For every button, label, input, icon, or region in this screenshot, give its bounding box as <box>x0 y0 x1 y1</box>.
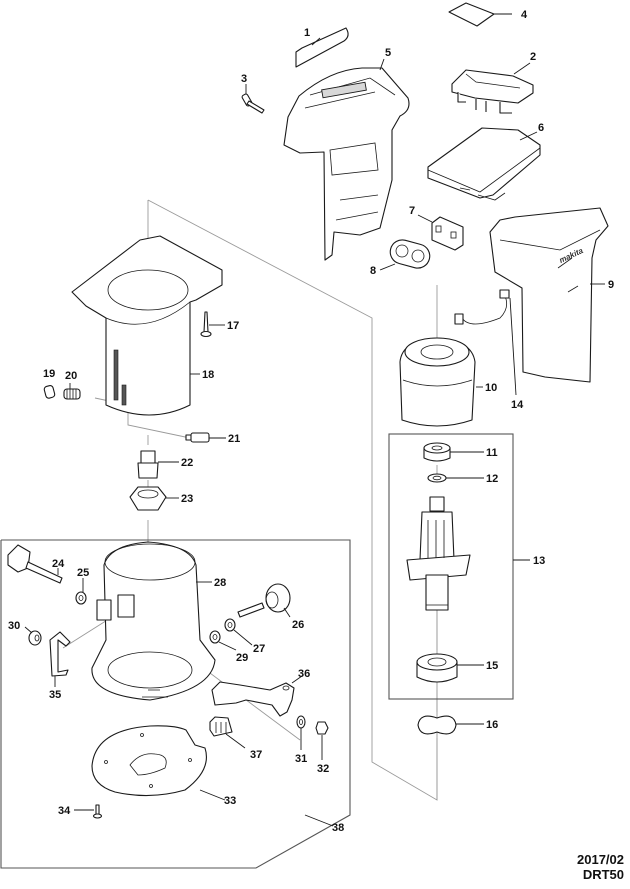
part-labels: 1 2 3 4 5 6 7 8 9 10 11 12 13 14 15 16 1… <box>8 9 614 834</box>
callout-6[interactable]: 6 <box>538 122 544 134</box>
callout-22[interactable]: 22 <box>181 457 193 469</box>
callout-38[interactable]: 38 <box>332 822 344 834</box>
part-25-washer[interactable] <box>75 591 87 605</box>
callout-36[interactable]: 36 <box>298 668 310 680</box>
part-35-holder[interactable] <box>49 631 71 677</box>
part-19-cap[interactable] <box>43 385 56 399</box>
leader-lines <box>24 13 605 827</box>
part-14-led-circuit[interactable] <box>454 289 510 325</box>
part-26-thumb-screw[interactable] <box>237 583 291 618</box>
frame-38-trimmer-base <box>0 539 351 869</box>
part-33-base-plate[interactable] <box>91 725 207 797</box>
part-16-spring-washer[interactable] <box>417 715 457 735</box>
callout-35[interactable]: 35 <box>49 689 61 701</box>
footer-model: DRT50 <box>582 867 624 882</box>
callout-29[interactable]: 29 <box>236 652 248 664</box>
callout-11[interactable]: 11 <box>486 447 498 459</box>
callout-27[interactable]: 27 <box>253 643 265 655</box>
callout-5[interactable]: 5 <box>385 47 391 59</box>
callout-14[interactable]: 14 <box>511 399 524 411</box>
part-37-lever-cover[interactable] <box>209 716 233 737</box>
callout-21[interactable]: 21 <box>228 433 240 445</box>
part-32-lock-nut[interactable] <box>315 721 329 735</box>
part-7-switch-button[interactable] <box>431 216 464 251</box>
callout-32[interactable]: 32 <box>317 763 329 775</box>
callout-16[interactable]: 16 <box>486 719 498 731</box>
part-6-controller[interactable] <box>427 127 541 201</box>
callout-10[interactable]: 10 <box>485 382 497 394</box>
part-12-washer[interactable] <box>427 473 447 483</box>
callout-7[interactable]: 7 <box>409 205 415 217</box>
part-18-motor-housing[interactable] <box>71 235 223 416</box>
part-15-ball-bearing[interactable] <box>416 653 458 683</box>
callout-2[interactable]: 2 <box>530 51 536 63</box>
callout-4[interactable]: 4 <box>521 9 528 21</box>
part-23-collet-nut[interactable] <box>129 486 167 511</box>
footer-date: 2017/02 <box>577 852 624 867</box>
part-9-housing-set[interactable]: makita <box>489 207 609 383</box>
callout-20[interactable]: 20 <box>65 370 77 382</box>
part-27-washer[interactable] <box>224 618 236 632</box>
frame-13-rotor-assembly <box>388 433 514 700</box>
part-3-screw[interactable] <box>241 93 265 114</box>
callout-28[interactable]: 28 <box>214 577 226 589</box>
callout-30[interactable]: 30 <box>8 620 20 632</box>
part-1-nameplate[interactable] <box>295 27 349 68</box>
part-2-switch[interactable] <box>451 69 534 114</box>
callout-18[interactable]: 18 <box>202 369 214 381</box>
part-10-stator[interactable] <box>399 337 476 427</box>
callout-3[interactable]: 3 <box>241 73 247 85</box>
callout-34[interactable]: 34 <box>58 805 71 817</box>
part-22-collet-cone[interactable] <box>137 450 159 479</box>
part-20-spring[interactable] <box>63 388 81 400</box>
part-13-rotor[interactable] <box>406 496 471 611</box>
part-5-upper-housing[interactable] <box>283 67 410 261</box>
part-34-screw[interactable] <box>92 804 103 819</box>
part-29-washer[interactable] <box>209 630 221 644</box>
callout-33[interactable]: 33 <box>224 795 236 807</box>
part-30-hex-nut[interactable] <box>28 630 42 646</box>
callout-12[interactable]: 12 <box>486 473 498 485</box>
part-17-screw[interactable] <box>200 311 212 338</box>
callout-31[interactable]: 31 <box>295 753 307 765</box>
part-8-rubber-cap[interactable] <box>388 237 433 271</box>
part-4-label[interactable] <box>448 2 495 27</box>
callout-24[interactable]: 24 <box>52 558 65 570</box>
part-28-base[interactable] <box>91 541 216 701</box>
part-21-pin[interactable] <box>185 432 210 443</box>
callout-23[interactable]: 23 <box>181 493 193 505</box>
callout-9[interactable]: 9 <box>608 279 614 291</box>
callout-37[interactable]: 37 <box>250 749 262 761</box>
callout-25[interactable]: 25 <box>77 567 89 579</box>
callout-19[interactable]: 19 <box>43 368 55 380</box>
callout-8[interactable]: 8 <box>370 265 376 277</box>
part-11-ball-bearing[interactable] <box>423 442 451 462</box>
part-31-washer[interactable] <box>296 715 306 729</box>
part-24-adjusting-screw[interactable] <box>7 544 63 584</box>
callout-13[interactable]: 13 <box>533 555 545 567</box>
callout-1[interactable]: 1 <box>304 27 310 39</box>
part-36-lever[interactable] <box>211 681 295 717</box>
callout-26[interactable]: 26 <box>292 619 304 631</box>
callout-15[interactable]: 15 <box>486 660 498 672</box>
callout-17[interactable]: 17 <box>227 320 239 332</box>
